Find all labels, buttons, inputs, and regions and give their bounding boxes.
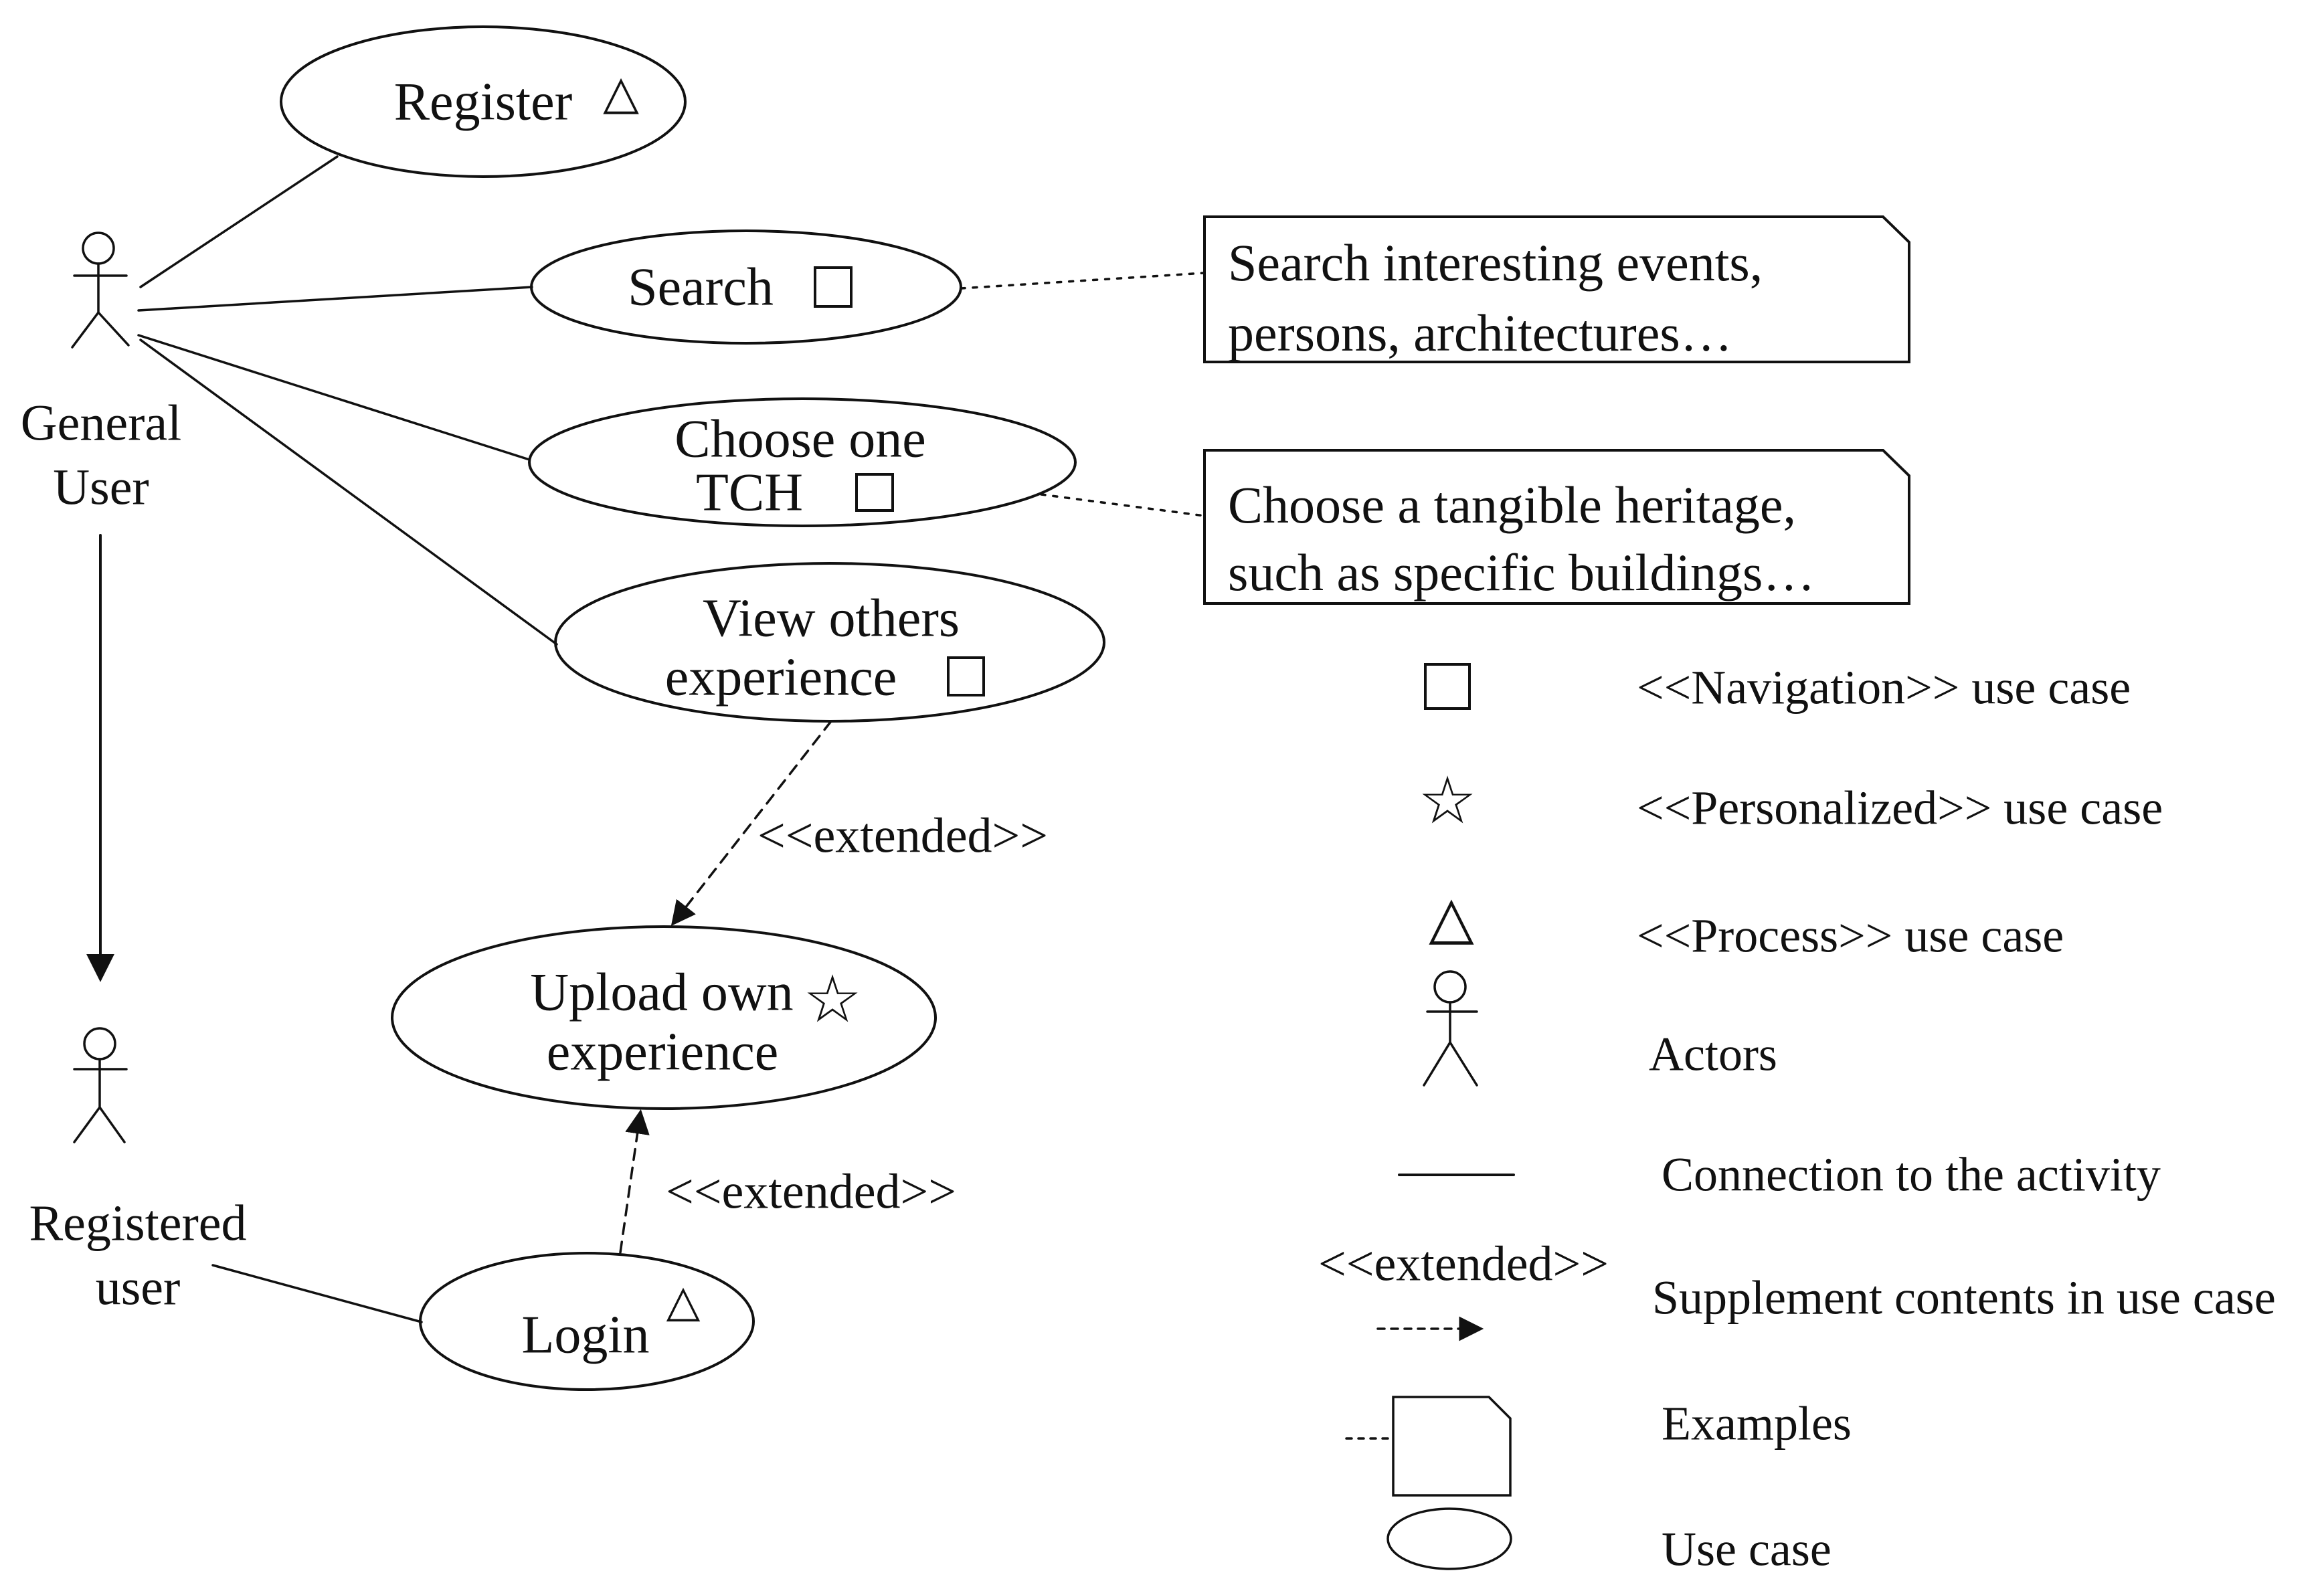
search-label: Search (628, 258, 774, 317)
legend-usecase-icon (1387, 1507, 1512, 1570)
actor-head (83, 1027, 116, 1060)
general-user-actor (71, 231, 130, 349)
legend-note-icon (1345, 1396, 1512, 1497)
actor-body (71, 262, 130, 349)
view-label-line1: View others (703, 589, 960, 648)
assoc-registered-login (211, 1264, 423, 1323)
process-triangle-icon: △ (666, 1275, 701, 1327)
actor-body (73, 1058, 128, 1143)
legend-personalized-star-icon: ☆ (1418, 763, 1477, 839)
actor-head (82, 231, 115, 265)
legend-extended-symbol: <<extended>> (1318, 1236, 1609, 1292)
actor-head (1433, 970, 1467, 1004)
navigation-square-icon (947, 656, 985, 696)
legend-navigation-square-icon (1424, 663, 1471, 710)
choose-label-line2: TCH (696, 463, 803, 523)
assoc-general-view (139, 339, 558, 646)
register-label: Register (393, 72, 573, 132)
general-user-label-line1: General (20, 395, 182, 452)
search-note-line2: persons, architectures… (1228, 304, 1732, 362)
legend-examples-label: Examples (1662, 1396, 1852, 1451)
legend-extended-label: Supplement contents in use case (1652, 1271, 2276, 1325)
process-triangle-icon: △ (603, 65, 639, 120)
choose-one-tch-ellipse (528, 397, 1077, 527)
legend-actors-label: Actors (1649, 1027, 1777, 1081)
registered-user-label-line1: Registered (29, 1195, 247, 1252)
registered-user-actor (73, 1027, 128, 1143)
legend-process-triangle-icon: △ (1429, 882, 1474, 951)
extended-label-view-upload: <<extended>> (757, 808, 1049, 864)
choose-note-line2: such as specific buildings… (1228, 543, 1815, 601)
registered-user-label-line2: user (95, 1259, 181, 1316)
upload-label-line1: Upload own (530, 963, 794, 1022)
extend-arrow-login-to-upload (619, 1109, 650, 1254)
assoc-general-search (137, 286, 533, 312)
login-label: Login (521, 1305, 650, 1365)
personalized-star-icon: ☆ (803, 961, 862, 1038)
extend-arrow-view-to-upload (671, 720, 832, 927)
register-ellipse (280, 25, 687, 178)
choose-label-line1: Choose one (675, 409, 926, 469)
navigation-square-icon (855, 473, 894, 512)
legend-actor-icon (1423, 970, 1478, 1087)
choose-note-shape (1203, 449, 1910, 605)
assoc-general-choose (137, 334, 531, 461)
legend-process-label: <<Process>> use case (1637, 909, 2064, 963)
search-note-line1: Search interesting events, (1228, 234, 1763, 292)
assoc-general-register (139, 155, 339, 288)
choose-note-line1: Choose a tangible heritage, (1228, 476, 1797, 534)
legend-personalized-label: <<Personalized>> use case (1637, 781, 2163, 835)
extended-label-login-upload: <<extended>> (665, 1164, 957, 1220)
general-user-label-line2: User (53, 459, 149, 516)
search-note-shape (1203, 215, 1910, 363)
upload-label-line2: experience (546, 1022, 779, 1082)
view-label-line2: experience (664, 648, 897, 707)
legend-navigation-label: <<Navigation>> use case (1637, 660, 2131, 715)
upload-own-ellipse (391, 925, 937, 1110)
search-note-connector (960, 272, 1206, 290)
actor-body (1423, 1001, 1478, 1087)
legend-connection-label: Connection to the activity (1662, 1147, 2161, 1202)
navigation-square-icon (814, 266, 853, 308)
legend-usecase-label: Use case (1662, 1522, 1831, 1576)
choose-note-connector (1040, 493, 1206, 517)
